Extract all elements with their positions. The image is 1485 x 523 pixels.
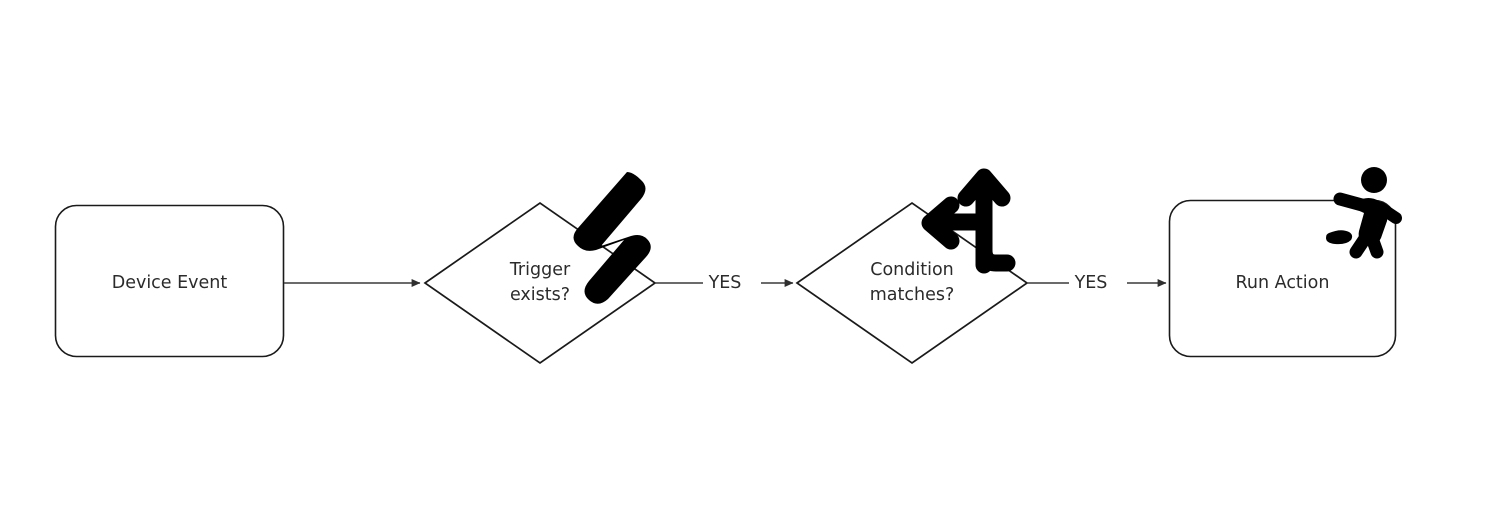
edge-label-yes-trigger-to-condition: YES [708,273,742,293]
edge-label-yes-condition-to-action: YES [1074,273,1108,293]
branch-fork-arrow-icon [921,168,1016,274]
lightning-bolt-icon [573,172,651,304]
node-condition-matches-upper-left-edge [796,202,913,284]
running-person-icon [1326,167,1402,259]
node-trigger-exists-upper-left-edge [424,202,541,284]
node-device-event[interactable] [54,204,285,358]
